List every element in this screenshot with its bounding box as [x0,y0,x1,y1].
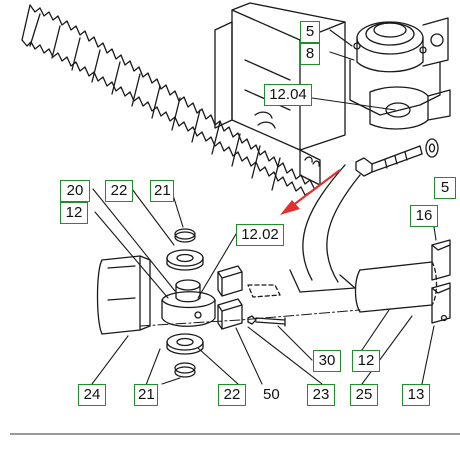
callout-30: 30 [313,350,341,372]
main-shaft [354,261,438,313]
callout-21-bottom: 21 [134,384,158,406]
callout-24: 24 [78,384,106,406]
right-clamp-blocks [431,239,451,324]
callout-16: 16 [410,205,438,227]
callout-12-left: 12 [60,202,88,224]
track-belt [21,4,315,196]
callout-12-04: 12.04 [264,84,312,106]
callout-12-shaft: 12 [352,350,380,372]
bracket-housing [214,2,346,186]
clamp-halves [217,265,286,330]
callout-5: 5 [300,21,320,43]
callout-8: 8 [300,43,320,65]
callout-5-bolt: 5 [434,177,456,199]
red-pointer-arrow [280,169,341,215]
callout-22-top: 22 [105,180,133,202]
label-50: 50 [263,386,280,403]
callout-21-top: 21 [150,180,174,202]
center-axis-line [139,309,361,327]
callout-22-bottom: 22 [218,384,246,406]
callout-25: 25 [350,384,378,406]
callout-13: 13 [402,384,430,406]
clamp-12-04 [369,86,451,130]
callout-20: 20 [60,180,90,202]
bolt-5 [355,138,439,177]
gear-hub [349,17,449,116]
left-shaft-housing [96,255,151,335]
assembly-arrow [289,164,361,293]
callout-23: 23 [307,384,335,406]
bearing-stack [161,228,216,378]
bottom-divider [10,433,460,435]
callout-12-02: 12.02 [236,224,284,246]
leader-lines [91,29,446,386]
